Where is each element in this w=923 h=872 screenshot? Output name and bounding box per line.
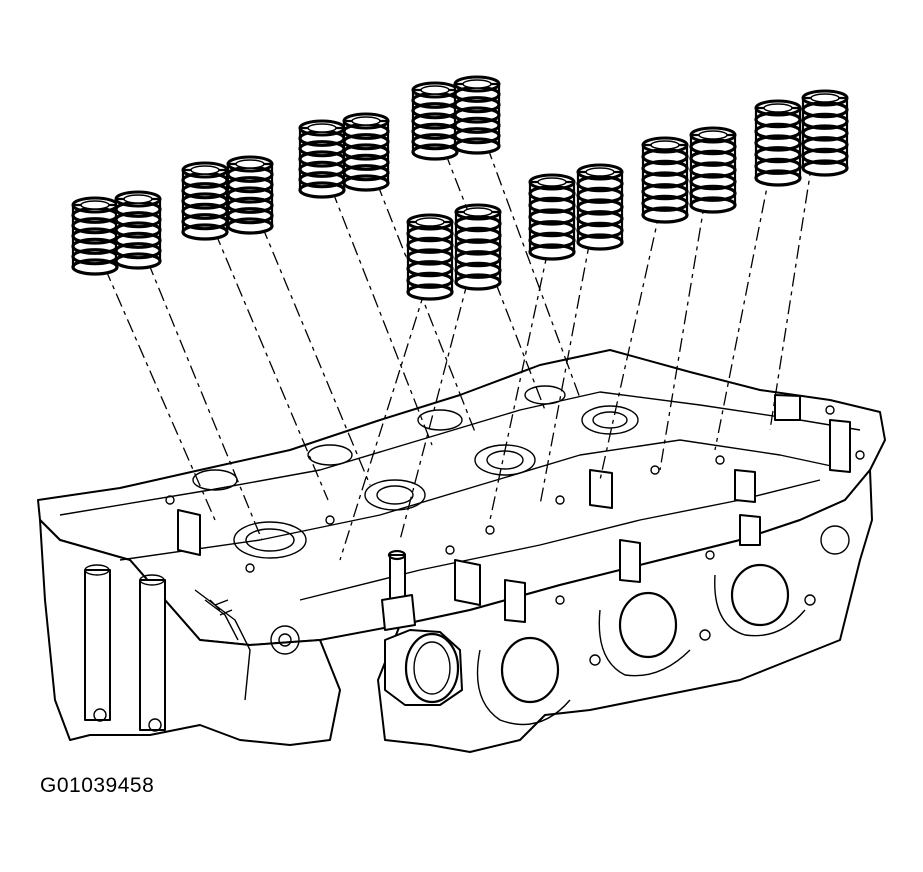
valve-spring: [226, 155, 274, 235]
valve-spring: [298, 119, 346, 199]
valve-spring: [181, 161, 229, 241]
deck-bolt-holes: [165, 405, 865, 605]
cam-bearing-pillars: [177, 394, 851, 623]
valve-spring: [754, 99, 802, 187]
valve-spring: [689, 126, 737, 214]
valve-spring: [454, 203, 502, 291]
timing-cover-end: [84, 564, 300, 732]
valve-spring: [801, 89, 849, 177]
valve-spring: [342, 112, 390, 192]
valve-spring: [406, 213, 454, 301]
figure-id-label: G01039458: [40, 774, 155, 797]
coolant-outlet: [381, 549, 463, 706]
valve-spring: [411, 81, 459, 161]
valve-spring: [576, 163, 624, 251]
leader-lines: [104, 145, 813, 561]
valve-spring: [528, 173, 576, 261]
valve-spring: [114, 190, 162, 270]
valve-spring: [453, 75, 501, 155]
valve-spring: [71, 196, 119, 276]
exhaust-ports: [476, 525, 850, 726]
cylinder-head: [37, 349, 886, 753]
valve-spring: [641, 136, 689, 224]
valve-springs: [71, 75, 849, 301]
